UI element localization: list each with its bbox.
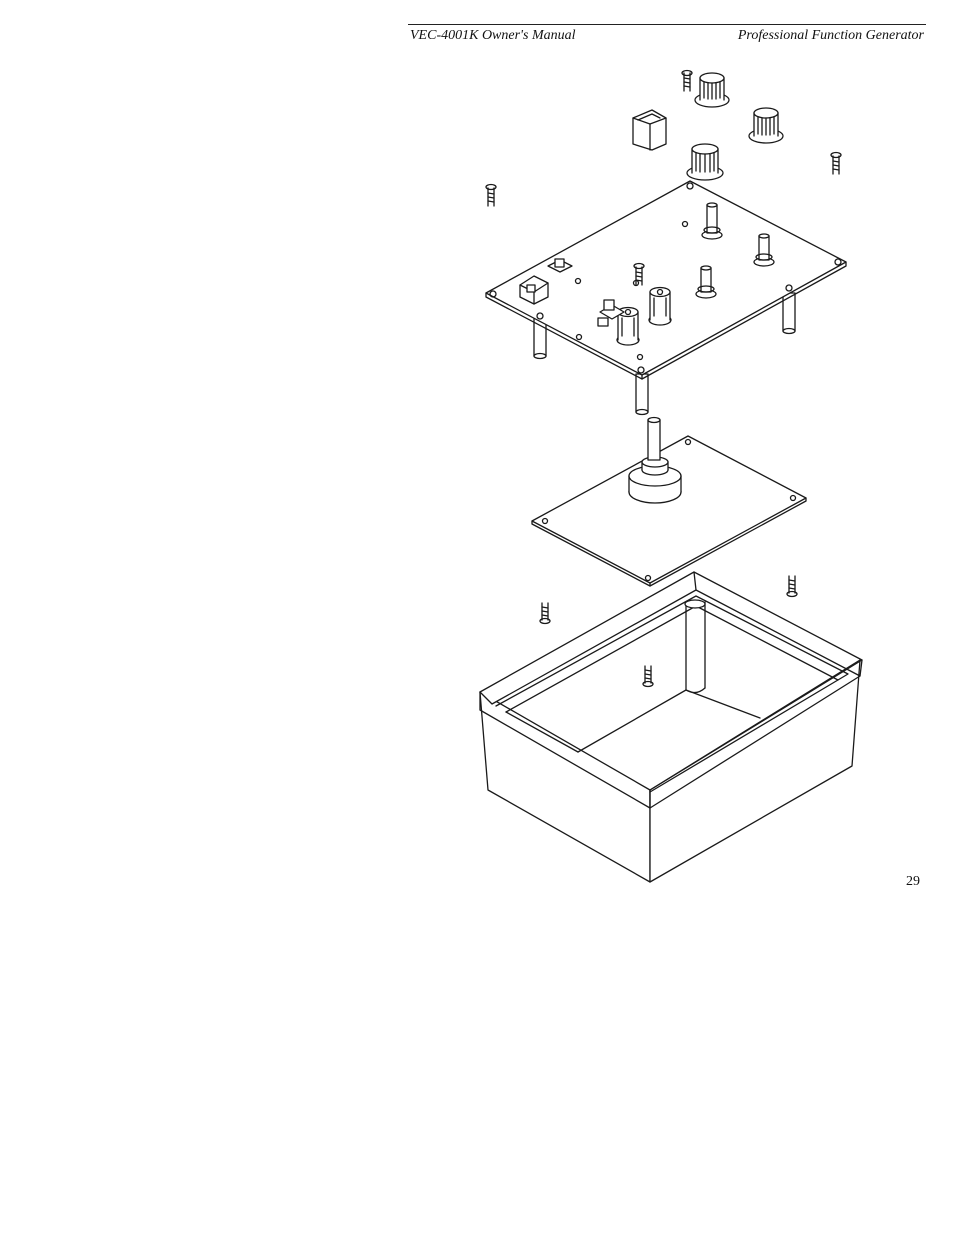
page-number: 29 bbox=[906, 874, 920, 890]
knob-large-center bbox=[687, 144, 723, 180]
screw-top-small bbox=[682, 71, 692, 92]
standoff-front bbox=[636, 374, 648, 415]
bottom-plate bbox=[532, 436, 806, 586]
screw-case-left bbox=[540, 603, 550, 624]
knob-pointer-selector bbox=[633, 110, 666, 150]
screw-case-center bbox=[643, 666, 653, 687]
screw-top-right bbox=[831, 153, 841, 175]
binding-post-right bbox=[649, 288, 671, 326]
knob-large-top-center bbox=[695, 73, 729, 107]
screw-case-right bbox=[787, 576, 797, 597]
enclosure-case bbox=[480, 572, 862, 882]
screw-top-left bbox=[486, 185, 496, 207]
standoff-right bbox=[783, 293, 795, 334]
knob-large-right bbox=[749, 108, 783, 143]
